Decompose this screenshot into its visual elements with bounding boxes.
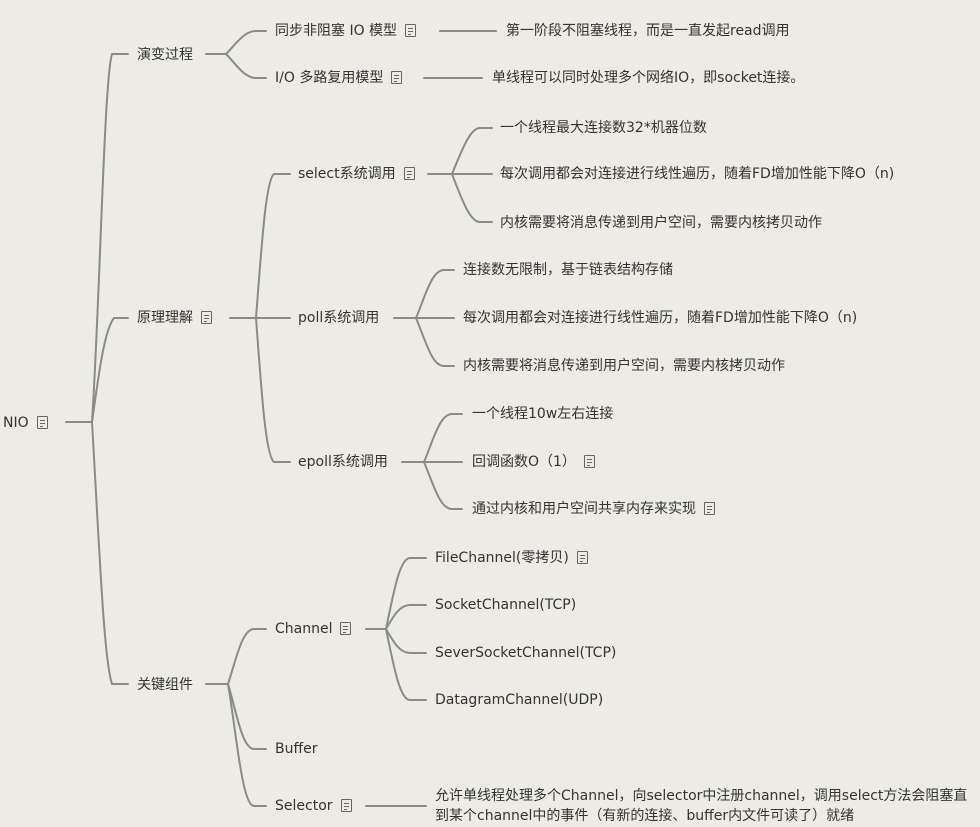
leaf-epoll-2[interactable]: 回调函数O（1） [472,453,595,471]
leaf-poll-1[interactable]: 连接数无限制，基于链表结构存储 [463,261,673,279]
leaf-io-multiplexing-label: 单线程可以同时处理多个网络IO，即socket连接。 [492,70,805,86]
leaf-epoll-3-label: 通过内核和用户空间共享内存来实现 [472,501,696,517]
node-nonblocking-io[interactable]: 同步非阻塞 IO 模型 [275,22,417,40]
leaf-poll-3[interactable]: 内核需要将消息传递到用户空间，需要内核拷贝动作 [463,357,785,375]
leaf-channel-4[interactable]: DatagramChannel(UDP) [435,691,603,709]
node-nonblocking-io-label: 同步非阻塞 IO 模型 [275,23,398,39]
leaf-io-multiplexing[interactable]: 单线程可以同时处理多个网络IO，即socket连接。 [492,69,804,87]
leaf-channel-4-label: DatagramChannel(UDP) [435,692,604,708]
leaf-nonblocking-io-label: 第一阶段不阻塞线程，而是一直发起read调用 [506,23,790,39]
leaf-selector-label: 允许单线程处理多个Channel，向selector中注册channel，调用s… [435,788,968,824]
connector-select-3 [451,173,493,223]
connector-b1-c1 [225,30,267,55]
connector-b3-buffer [227,683,267,750]
note-icon[interactable] [583,455,595,468]
connector-root-branch-3 [91,421,129,685]
leaf-epoll-1[interactable]: 一个线程10w左右连接 [472,405,613,423]
connector-poll-1 [415,269,455,319]
leaf-selector[interactable]: 允许单线程处理多个Channel，向selector中注册channel，调用s… [435,786,980,826]
connector-b2-select [255,173,291,319]
leaf-channel-2-label: SocketChannel(TCP) [435,597,577,613]
node-poll[interactable]: poll系统调用 [298,309,379,327]
connector-channel-4 [385,628,427,701]
node-branch-evolution[interactable]: 演变过程 [137,46,193,64]
note-icon[interactable] [201,311,212,324]
note-icon[interactable] [405,24,417,37]
connector-channel-3 [385,628,427,654]
connector-b3-selector [227,683,267,807]
note-icon[interactable] [403,167,415,180]
leaf-select-3-label: 内核需要将消息传递到用户空间，需要内核拷贝动作 [500,215,822,231]
connector-root-branch-2 [91,317,129,423]
leaf-poll-2[interactable]: 每次调用都会对连接进行线性遍历，随着FD增加性能下降O（n) [463,309,857,327]
node-selector[interactable]: Selector [275,797,352,815]
note-icon[interactable] [576,551,588,564]
leaf-epoll-1-label: 一个线程10w左右连接 [472,406,614,422]
node-io-multiplexing-label: I/O 多路复用模型 [275,70,384,86]
connector-b1-c2 [225,53,267,79]
note-icon[interactable] [340,622,352,635]
node-channel[interactable]: Channel [275,620,352,638]
leaf-nonblocking-io[interactable]: 第一阶段不阻塞线程，而是一直发起read调用 [506,22,790,40]
leaf-channel-1[interactable]: FileChannel(零拷贝) [435,549,588,567]
leaf-poll-2-label: 每次调用都会对连接进行线性遍历，随着FD增加性能下降O（n) [463,310,858,326]
node-root-label: NIO [3,415,29,431]
node-io-multiplexing[interactable]: I/O 多路复用模型 [275,69,403,87]
leaf-select-1-label: 一个线程最大连接数32*机器位数 [500,120,707,136]
connector-epoll-3 [423,461,463,510]
node-branch-evolution-label: 演变过程 [137,47,193,63]
node-select-label: select系统调用 [298,166,396,182]
connector-root-branch-1 [91,53,129,423]
node-buffer-label: Buffer [275,741,318,757]
note-icon[interactable] [340,799,352,812]
note-icon[interactable] [391,71,403,84]
node-channel-label: Channel [275,621,333,637]
leaf-select-2-label: 每次调用都会对连接进行线性遍历，随着FD增加性能下降O（n) [500,166,895,182]
connector-poll-3 [415,317,455,367]
node-epoll[interactable]: epoll系统调用 [298,453,388,471]
leaf-select-2[interactable]: 每次调用都会对连接进行线性遍历，随着FD增加性能下降O（n) [500,165,894,183]
node-poll-label: poll系统调用 [298,310,380,326]
connector-b3-channel [227,628,267,685]
leaf-channel-1-label: FileChannel(零拷贝) [435,550,569,566]
node-branch-components-label: 关键组件 [137,677,193,693]
node-branch-components[interactable]: 关键组件 [137,676,193,694]
node-branch-principle-label: 原理理解 [137,310,193,326]
connector-channel-2 [385,604,427,630]
note-icon[interactable] [704,502,715,515]
connector-select-1 [451,127,493,175]
connector-b2-epoll [255,317,291,463]
node-selector-label: Selector [275,798,333,814]
node-buffer[interactable]: Buffer [275,740,318,758]
leaf-poll-1-label: 连接数无限制，基于链表结构存储 [463,262,673,278]
connector-epoll-1 [423,413,463,463]
leaf-channel-3[interactable]: SeverSocketChannel(TCP) [435,644,616,662]
node-epoll-label: epoll系统调用 [298,454,388,470]
leaf-select-1[interactable]: 一个线程最大连接数32*机器位数 [500,119,707,137]
leaf-epoll-2-label: 回调函数O（1） [472,454,576,470]
node-branch-principle[interactable]: 原理理解 [137,309,212,327]
leaf-select-3[interactable]: 内核需要将消息传递到用户空间，需要内核拷贝动作 [500,214,822,232]
note-icon[interactable] [36,416,48,429]
node-select[interactable]: select系统调用 [298,165,415,183]
leaf-channel-2[interactable]: SocketChannel(TCP) [435,596,576,614]
leaf-poll-3-label: 内核需要将消息传递到用户空间，需要内核拷贝动作 [463,358,785,374]
connector-channel-1 [385,557,427,630]
node-root[interactable]: NIO [3,414,48,432]
leaf-epoll-3[interactable]: 通过内核和用户空间共享内存来实现 [472,500,715,518]
leaf-channel-3-label: SeverSocketChannel(TCP) [435,645,617,661]
